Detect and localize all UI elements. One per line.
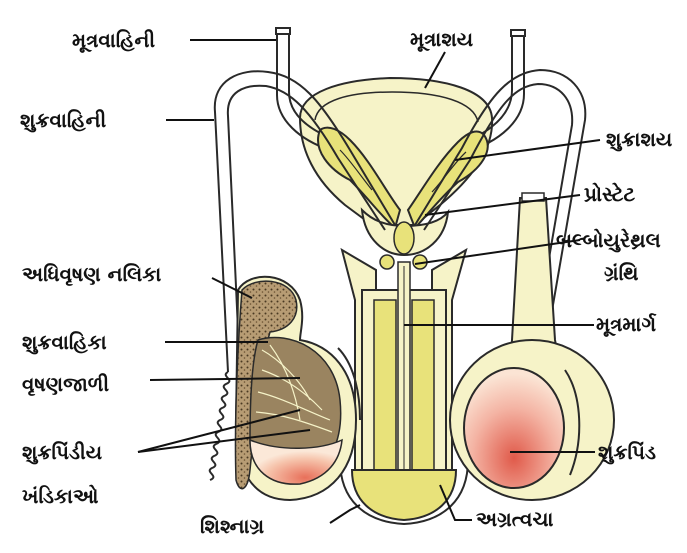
label-foreskin: અગ્રત્વચા bbox=[476, 508, 553, 530]
label-vas-deferens: શુક્રવાહિની bbox=[20, 109, 106, 131]
label-ureter: મૂત્રવાહિની bbox=[72, 29, 155, 51]
label-vasa-efferentia: શુક્રવાહિકા bbox=[22, 331, 107, 353]
glans-penis-shape bbox=[340, 460, 468, 524]
label-glans-penis: શિશ્નાગ્ર bbox=[200, 515, 264, 537]
label-prostate: પ્રોસ્ટેટ bbox=[584, 183, 635, 205]
label-bulbourethral-line1: બલ્બોયુરેથ્રલ bbox=[556, 229, 661, 251]
epididymis-coil bbox=[210, 372, 230, 480]
label-epididymis: અધિવૃષણ નલિકા bbox=[22, 263, 161, 285]
label-lobules-line2: ખંડિકાઓ bbox=[22, 485, 98, 507]
label-testis: શુક્રપિંડ bbox=[598, 441, 656, 463]
label-bulbourethral-line2: ગ્રંથિ bbox=[604, 262, 638, 284]
label-bladder: મૂત્રાશય bbox=[410, 28, 473, 50]
label-urethra: મૂત્રમાર્ગ bbox=[596, 313, 656, 335]
label-lobules-line1: શુક્રપિંડીય bbox=[22, 441, 102, 463]
penis-shaft bbox=[342, 250, 466, 492]
label-seminal-vesicle: શુક્રાશય bbox=[606, 128, 672, 150]
label-rete-testis: વૃષણજાળી bbox=[22, 373, 109, 395]
right-testis-shape bbox=[450, 340, 614, 500]
leader-glans bbox=[330, 505, 360, 523]
